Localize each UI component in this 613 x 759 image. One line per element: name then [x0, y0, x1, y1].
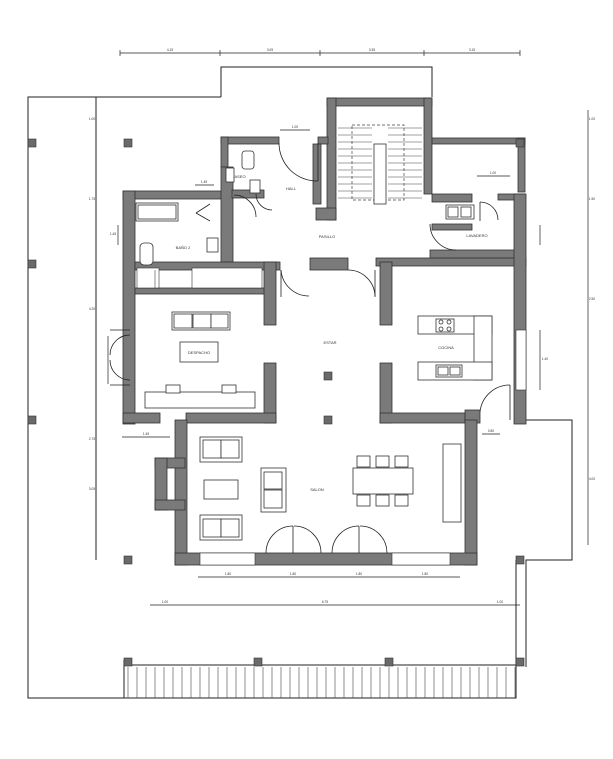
- dim-right-1: 1.00: [589, 117, 595, 121]
- dim-top-2: 3.05: [267, 48, 273, 52]
- dim-total-3: 1.00: [497, 600, 503, 604]
- doors: [109, 142, 511, 554]
- dim-left-2: 1.75: [89, 197, 95, 201]
- column: [123, 657, 133, 667]
- room-label-pasillo: PASILLO: [319, 234, 335, 239]
- column: [384, 657, 394, 667]
- dim-interior-7: 1.40: [542, 357, 548, 361]
- room-label-salon: SALON: [310, 487, 324, 492]
- dim-interior-4: 1.00: [490, 171, 496, 175]
- dim-interior-1: 1.45: [143, 432, 149, 436]
- column: [123, 555, 133, 565]
- column: [323, 415, 333, 425]
- dim-top-4: 3.15: [469, 48, 475, 52]
- dim-left-4: 2.75: [89, 437, 95, 441]
- column: [515, 657, 525, 667]
- dimension-text: 4.15 3.05 3.35 3.15 1.80 1.80 1.80 1.80 …: [89, 48, 595, 604]
- dim-bottom-3: 1.80: [356, 572, 362, 576]
- room-label-estar: ESTAR: [323, 340, 336, 345]
- dim-left-5: 3.05: [89, 487, 95, 491]
- dim-left-3: 4.20: [89, 307, 95, 311]
- dim-top-1: 4.15: [167, 48, 173, 52]
- dim-interior-6: 1.45: [110, 232, 116, 236]
- room-label-lavadero: LAVADERO: [466, 233, 487, 238]
- columns: [27, 138, 525, 667]
- dim-total-2: 6.75: [322, 600, 328, 604]
- dim-left-1: 1.00: [89, 117, 95, 121]
- dim-right-3: 2.50: [589, 297, 595, 301]
- room-label-hall: HALL: [286, 186, 297, 191]
- dim-right-2: 1.50: [589, 197, 595, 201]
- dim-top-3: 3.35: [369, 48, 375, 52]
- windows: [136, 267, 527, 566]
- terrace-outline: [27, 66, 573, 699]
- furniture: [135, 150, 493, 541]
- dim-bottom-2: 1.80: [290, 572, 296, 576]
- staircase: [338, 124, 422, 205]
- dim-interior-3: 1.00: [292, 125, 298, 129]
- column: [27, 138, 37, 148]
- dim-bottom-1: 1.80: [225, 572, 231, 576]
- column: [515, 555, 525, 565]
- room-label-despacho: DESPACHO: [188, 350, 210, 355]
- room-label-aseo: ASEO: [234, 174, 245, 179]
- column: [123, 138, 133, 148]
- dim-total-1: 1.00: [162, 600, 168, 604]
- room-label-cocina: COCINA: [438, 345, 454, 350]
- room-label-bano: BAÑO 2: [176, 245, 191, 250]
- column: [27, 259, 37, 269]
- room-labels: ASEO HALL PASILLO LAVADERO BAÑO 2 DESPAC…: [176, 174, 488, 492]
- dim-bottom-4: 1.80: [422, 572, 428, 576]
- dimension-lines: [95, 50, 589, 606]
- dim-interior-2: 0.80: [488, 429, 494, 433]
- dim-interior-5: 1.45: [201, 180, 207, 184]
- walls: [122, 97, 527, 566]
- column: [515, 138, 525, 148]
- column: [323, 371, 333, 381]
- column: [253, 657, 263, 667]
- dim-right-4: 4.00: [589, 477, 595, 481]
- deck-planks: [127, 667, 516, 698]
- column: [27, 415, 37, 425]
